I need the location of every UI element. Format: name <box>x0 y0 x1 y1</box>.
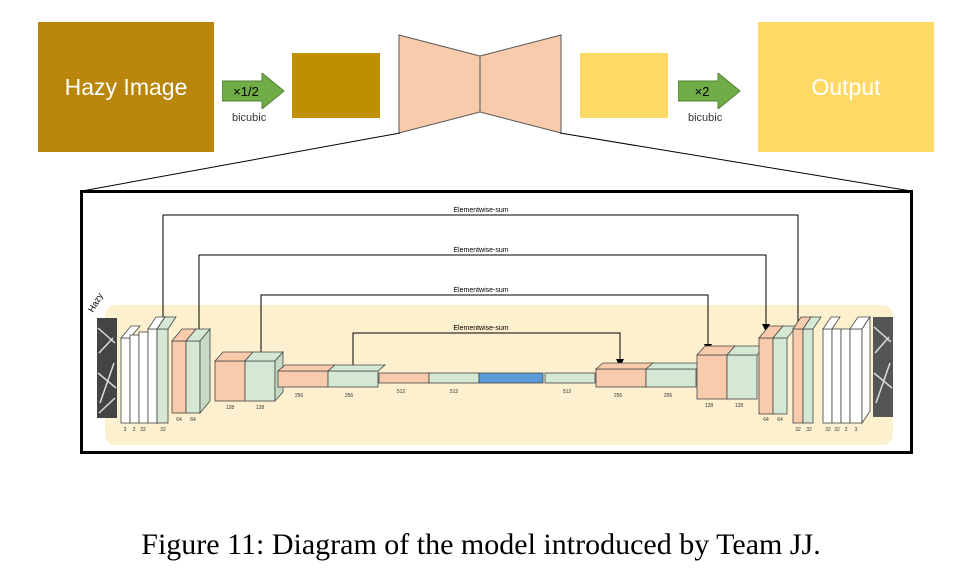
ch-label-dec-256-a: 256 <box>614 393 623 399</box>
dec-32-block-b <box>802 328 814 424</box>
skip-line-3 <box>260 294 709 355</box>
skip-line-1 <box>162 214 799 333</box>
hazy-input-label: Hazy <box>86 291 105 314</box>
ch-label-enc-128-b: 128 <box>256 405 265 411</box>
hazy-image-box: Hazy Image <box>38 22 214 152</box>
unet-diagram: Elementwise-sum Elementwise-sum Elementw… <box>86 207 893 445</box>
dec-512-block <box>544 372 596 384</box>
dec-128-block-b <box>726 354 758 400</box>
ch-label-out-2: 3 <box>845 427 848 433</box>
ch-label-dec-256-b: 256 <box>664 393 673 399</box>
dec-256-block-b <box>645 368 697 388</box>
upsampled-feature-box <box>580 53 668 118</box>
enc-64-block-a <box>171 340 187 414</box>
downsample-method-label: bicubic <box>232 112 267 124</box>
enc-512-block-b <box>428 372 480 384</box>
skip-connections <box>162 214 799 365</box>
ch-label-dec-64-b: 64 <box>777 417 783 423</box>
upsample-method-label: bicubic <box>688 112 723 124</box>
ch-label-enc-256-b: 256 <box>345 393 354 399</box>
ch-label-in-0: 3 <box>124 427 127 433</box>
downsampled-feature-box <box>292 53 380 118</box>
enc-512-block-a <box>378 372 430 384</box>
ch-label-dec-128-b: 128 <box>735 403 744 409</box>
enc-128-block-b <box>244 360 276 402</box>
dec-256-block-a <box>595 368 647 388</box>
ch-label-enc-512-a: 512 <box>397 389 406 395</box>
ch-label-dec-32-b: 32 <box>806 427 812 433</box>
skip-line-2 <box>198 254 767 338</box>
bottleneck-block <box>478 372 544 384</box>
dec-32-block-a <box>792 328 804 424</box>
upsample-arrow: ×2 <box>678 73 741 109</box>
skip-label-2: Elementwise-sum <box>453 247 508 254</box>
ch-label-dec-512: 512 <box>563 389 572 395</box>
downsample-arrow: ×1/2 <box>222 73 285 109</box>
output-layer-stack <box>822 315 871 425</box>
skip-label-1: Elementwise-sum <box>453 207 508 214</box>
output-box: Output <box>758 22 934 152</box>
ch-label-enc-128-a: 128 <box>226 405 235 411</box>
skip-label-3: Elementwise-sum <box>453 287 508 294</box>
enc-128-block-a <box>214 360 246 402</box>
upsample-label: ×2 <box>695 84 710 99</box>
ch-label-enc-64-a: 64 <box>176 417 182 423</box>
enc-256-block-a <box>277 370 329 388</box>
ch-label-out-3: 3 <box>855 427 858 433</box>
ch-label-in-2: 32 <box>140 427 146 433</box>
zoom-lines <box>81 132 912 192</box>
ch-label-in-3: 32 <box>160 427 166 433</box>
hazy-image-label: Hazy Image <box>64 73 188 100</box>
skip-line-4 <box>352 332 621 365</box>
enc-256-block-b <box>327 370 379 388</box>
enc-64-block-b <box>185 340 201 414</box>
output-label: Output <box>811 73 881 100</box>
skip-label-4: Elementwise-sum <box>453 325 508 332</box>
ch-label-dec-128-a: 128 <box>705 403 714 409</box>
dec-128-block-a <box>696 354 728 400</box>
ch-label-out-0: 32 <box>825 427 831 433</box>
unet-detail-panel: Elementwise-sum Elementwise-sum Elementw… <box>80 190 913 454</box>
ch-label-out-1: 32 <box>834 427 840 433</box>
enc-32-block <box>156 328 169 424</box>
hazy-input-thumbnail <box>97 318 117 418</box>
ch-label-enc-512-b: 512 <box>450 389 459 395</box>
ch-label-in-1: 3 <box>133 427 136 433</box>
ch-label-enc-64-b: 64 <box>190 417 196 423</box>
ch-label-enc-256-a: 256 <box>295 393 304 399</box>
network-trapezoid-icon <box>398 34 562 134</box>
ch-label-dec-32-a: 32 <box>795 427 801 433</box>
ch-label-dec-64-a: 64 <box>763 417 769 423</box>
dec-64-block-a <box>758 337 774 415</box>
figure-caption: Figure 11: Diagram of the model introduc… <box>141 528 821 561</box>
dec-64-block-b <box>772 337 788 415</box>
downsample-label: ×1/2 <box>233 84 259 99</box>
output-thumbnail <box>873 317 893 417</box>
